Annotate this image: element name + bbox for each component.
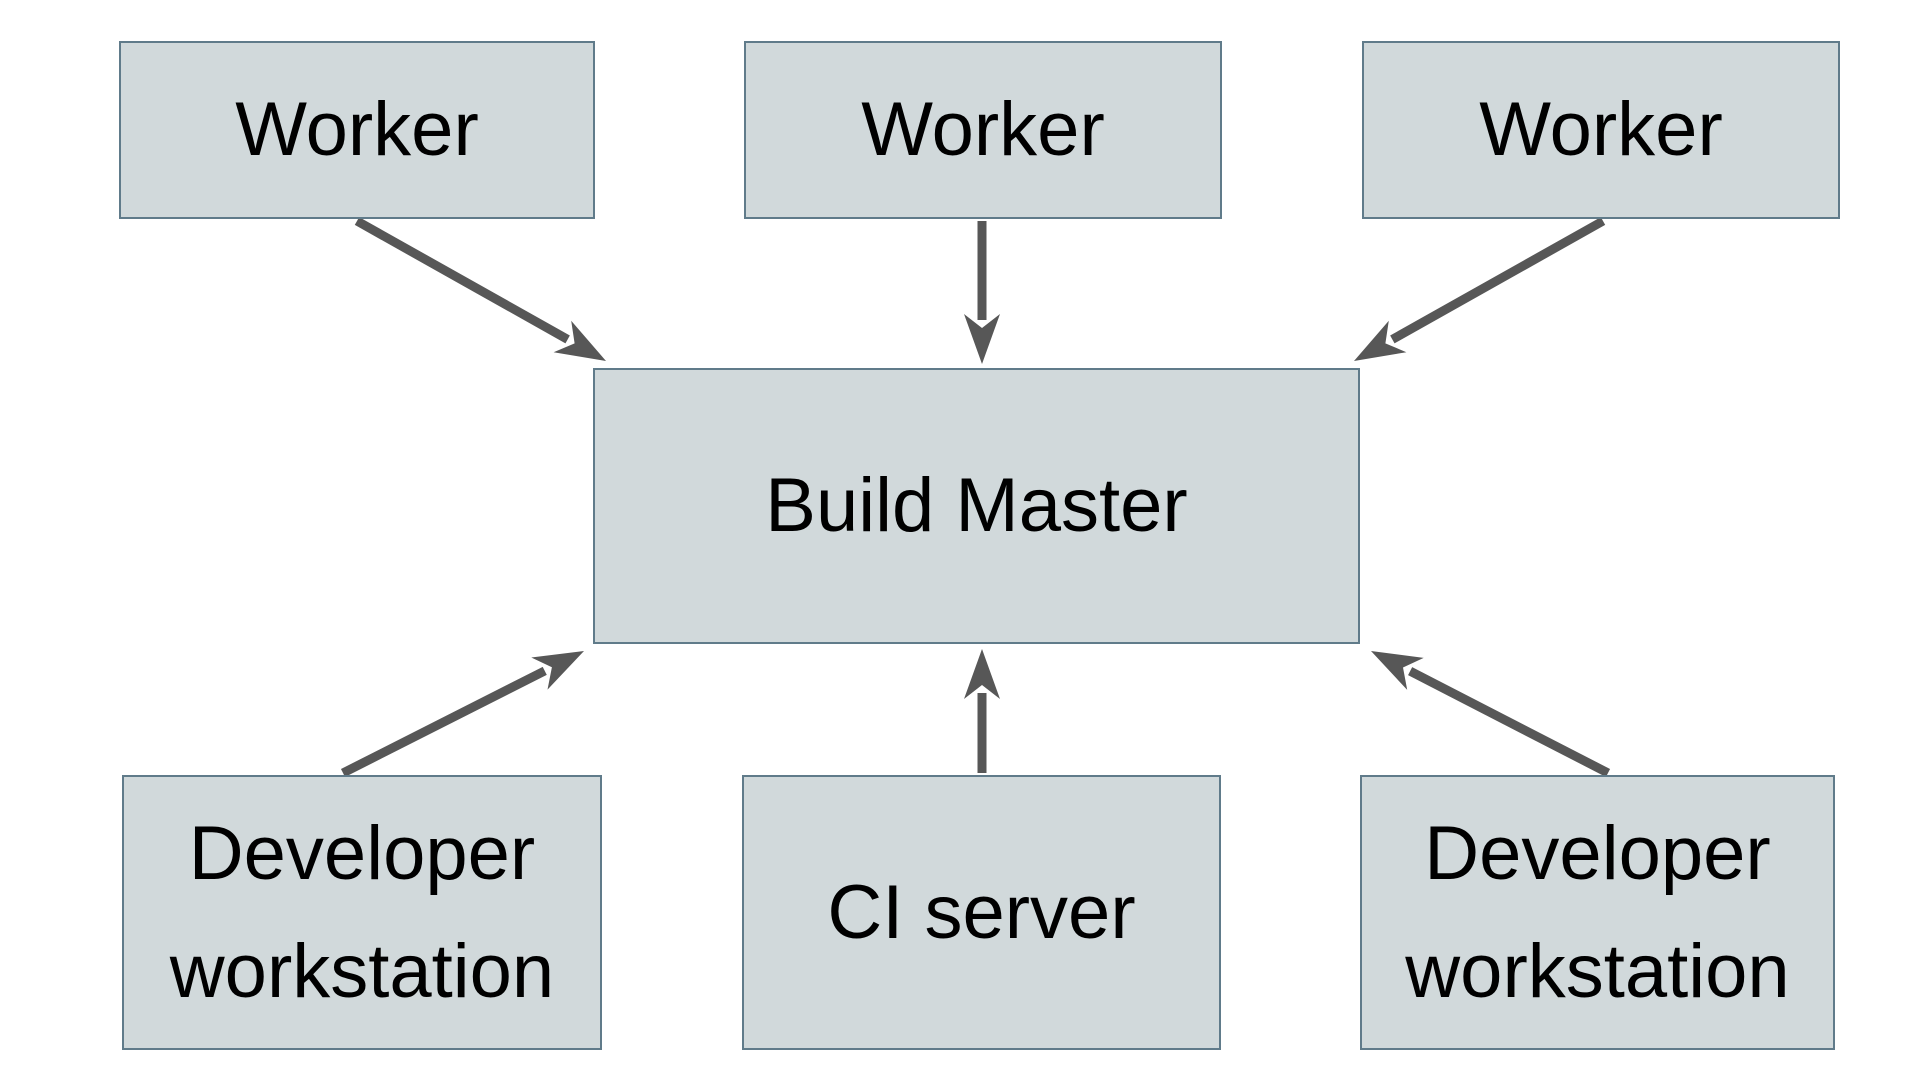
node-label: Developer workstation [1405,810,1790,1014]
arrowhead-icon [531,651,584,690]
arrow-worker-1-to-build-master [354,217,606,361]
arrowhead-icon [1371,651,1424,690]
node-ci-server: CI server [742,775,1221,1050]
node-label: Worker [1479,87,1723,173]
arrowhead-icon [553,320,606,361]
node-worker-2: Worker [744,41,1222,219]
arrowhead-icon [1354,320,1407,361]
node-developer-workstation-2: Developer workstation [1360,775,1835,1050]
arrow-worker-3-to-build-master [1354,217,1606,361]
arrowhead-icon [964,314,1000,364]
node-worker-3: Worker [1362,41,1840,219]
node-label: Worker [235,87,479,173]
node-label: CI server [827,869,1136,955]
arrowhead-icon [964,649,1000,699]
arrow-shaft [1390,217,1606,344]
arrow-shaft [340,666,547,778]
arrow-shaft [354,217,570,344]
arrow-worker-2-to-build-master [964,221,1000,364]
node-worker-1: Worker [119,41,595,219]
arrow-developer-workstation-2-to-build-master [1371,651,1611,778]
node-label: Build Master [765,463,1188,549]
arrow-developer-workstation-1-to-build-master [340,651,584,778]
node-developer-workstation-1: Developer workstation [122,775,602,1050]
node-label: Worker [861,87,1105,173]
node-build-master: Build Master [593,368,1360,644]
node-label: Developer workstation [169,810,555,1014]
arrow-ci-server-to-build-master [964,649,1000,773]
arrow-shaft [1408,667,1611,778]
